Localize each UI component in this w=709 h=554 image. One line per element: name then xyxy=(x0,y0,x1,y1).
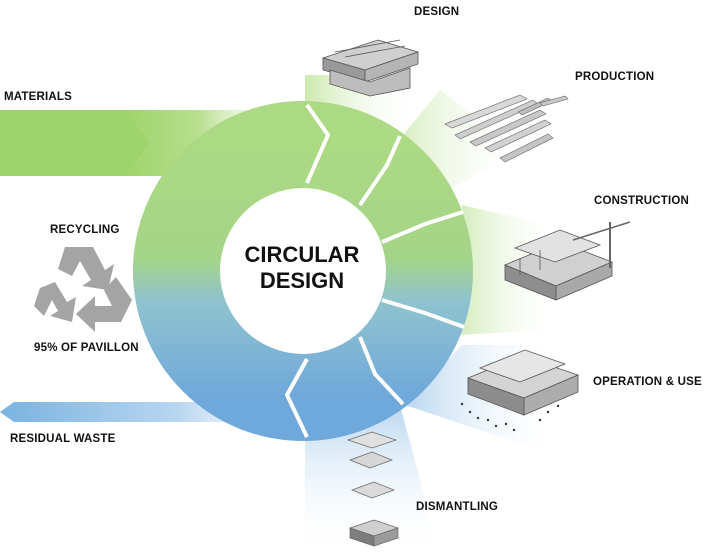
stage-label-design: DESIGN xyxy=(414,6,460,18)
recycle-icon xyxy=(34,247,132,332)
ring-hub xyxy=(220,188,386,354)
materials-label: MATERIALS xyxy=(4,91,73,103)
stage-label-production: PRODUCTION xyxy=(575,71,655,83)
residual-waste-label: RESIDUAL WASTE xyxy=(10,433,116,445)
operation-model-image xyxy=(460,349,580,432)
materials-arrow xyxy=(0,110,150,176)
stage-label-operation: OPERATION & USE xyxy=(593,376,702,388)
production-beams-image xyxy=(444,94,569,163)
cycle-ring xyxy=(133,101,473,441)
fan-dismantling xyxy=(305,405,440,554)
construction-model-image xyxy=(503,221,631,301)
recycling-share: 95% OF PAVILLON xyxy=(34,342,139,354)
recycling-title: RECYCLING xyxy=(50,224,120,236)
stage-label-construction: CONSTRUCTION xyxy=(594,195,690,207)
center-title-line2: DESIGN xyxy=(259,268,345,293)
center-title: CIRCULAR DESIGN xyxy=(222,242,382,294)
dismantling-model-image xyxy=(346,431,400,547)
design-model-image xyxy=(321,39,420,97)
center-title-line1: CIRCULAR xyxy=(244,242,360,267)
ring-dividers xyxy=(284,103,465,438)
stage-label-dismantling: DISMANTLING xyxy=(416,501,499,513)
